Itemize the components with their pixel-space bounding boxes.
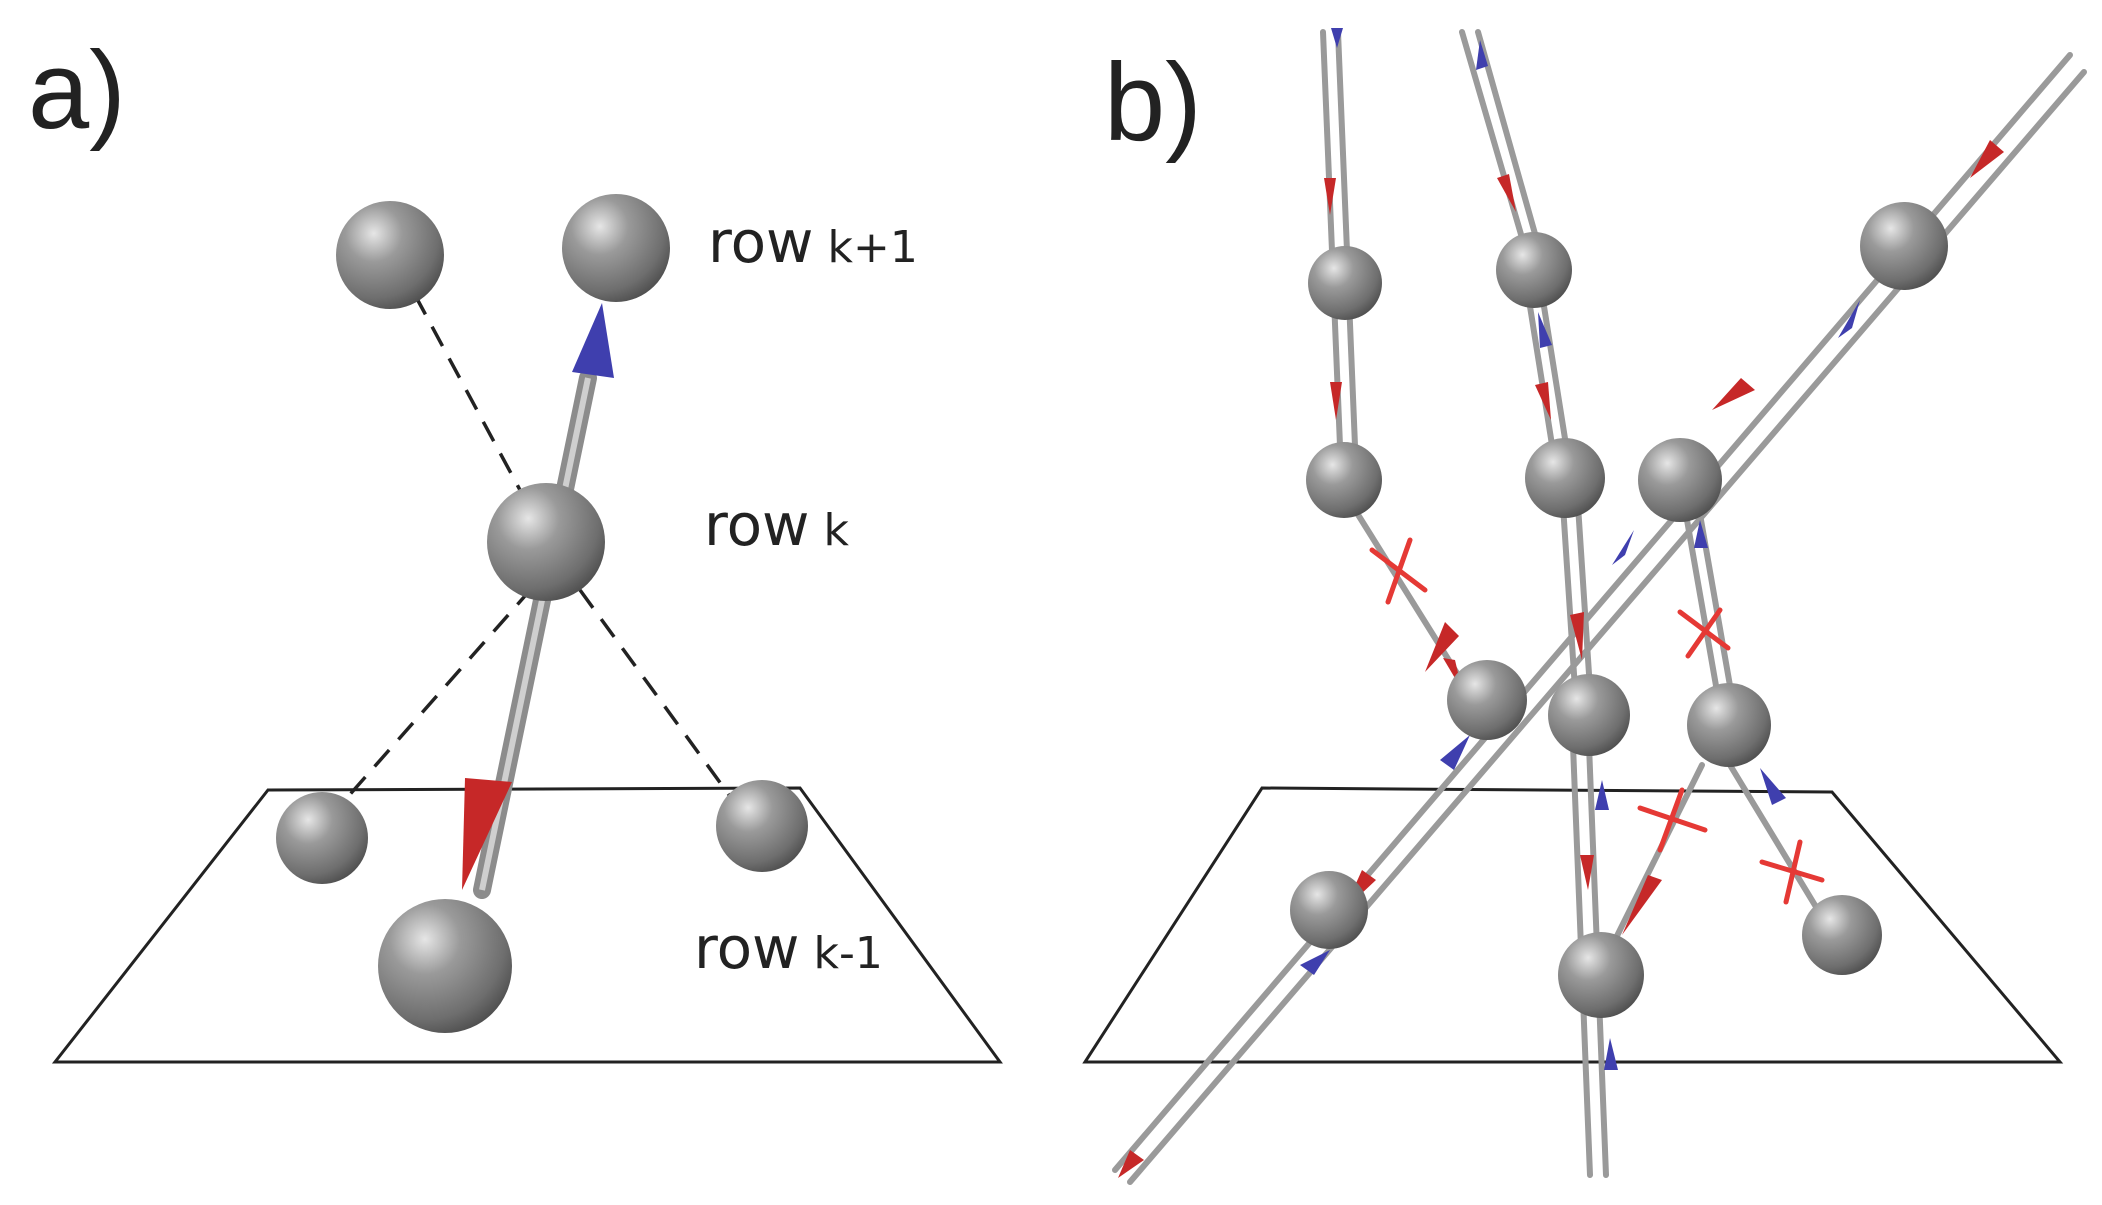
panel-a-sphere-lower-right: [716, 780, 808, 872]
panel-b-sphere: [1687, 683, 1771, 767]
panel-b-label: b): [1104, 41, 1202, 164]
arrow-red: [1580, 855, 1594, 890]
arrow-blue: [1838, 300, 1860, 338]
panel-a-sphere-upper-left: [336, 201, 444, 309]
panel-a-sphere-middle: [487, 483, 605, 601]
arrow-blue: [1694, 520, 1708, 548]
rod-right-branch: [1691, 477, 1739, 723]
panel-b-sphere: [1860, 202, 1948, 290]
panel-b-plane: [1082, 786, 2064, 1064]
panel-b-sphere: [1548, 674, 1630, 756]
panel-b-sphere: [1638, 438, 1722, 522]
arrow-red: [1425, 622, 1459, 672]
panel-b: b): [1082, 28, 2087, 1185]
panel-b-sphere: [1306, 442, 1382, 518]
arrow-blue: [1604, 1038, 1618, 1070]
arrow-red: [1497, 174, 1516, 212]
panel-b-sphere: [1558, 932, 1644, 1018]
panel-b-sphere: [1496, 232, 1572, 308]
cross-icon: [1677, 607, 1731, 659]
arrow-red: [1324, 178, 1336, 215]
dashed-bond: [578, 588, 742, 812]
panel-b-sphere: [1802, 895, 1882, 975]
panel-b-sphere: [1290, 871, 1368, 949]
arrow-red: [1570, 612, 1584, 660]
panel-b-sphere: [1308, 246, 1382, 320]
rod-middle-upper: [1459, 29, 1530, 258]
panel-a-plane: [51, 786, 1003, 1064]
arrow-blue: [1760, 768, 1786, 805]
panel-b-sphere: [1447, 660, 1527, 740]
arrow-red: [1622, 875, 1662, 935]
panel-b-crosses: [1369, 537, 1825, 905]
rod-middle-upper: [1475, 29, 1544, 258]
arrow-blue: [1440, 735, 1470, 770]
arrow-blue: [1476, 40, 1488, 70]
rod-to-lower-center: [1607, 762, 1705, 953]
arrow-blue: [1300, 950, 1330, 975]
rod-right-bottom: [1727, 762, 1833, 933]
panel-b-arrows: [1118, 28, 2004, 1178]
panel-a-label: a): [28, 29, 126, 152]
arrow-blue: [1538, 312, 1552, 348]
cross-icon: [1369, 537, 1428, 605]
rod-middle-mid: [1536, 272, 1573, 473]
panel-a-rod-highlight: [479, 377, 591, 891]
dashed-bond: [336, 586, 534, 810]
panel-a-sphere-upper-right: [562, 194, 670, 302]
panel-a-sphere-lower-front: [378, 899, 512, 1033]
panel-b-sphere: [1525, 438, 1605, 518]
panel-a-arrow-red: [462, 778, 512, 890]
arrow-red: [1330, 382, 1342, 420]
arrow-blue: [1331, 28, 1343, 48]
arrow-blue: [1595, 780, 1609, 810]
panel-a-sphere-lower-left: [276, 792, 368, 884]
cross-icon: [1637, 787, 1708, 853]
arrow-blue: [1612, 530, 1634, 565]
arrow-red: [1535, 382, 1551, 420]
arrow-red: [1712, 378, 1755, 410]
arrow-red: [1118, 1150, 1144, 1178]
arrow-red: [1970, 140, 2004, 178]
cross-icon: [1759, 839, 1825, 905]
panel-a-arrow-blue: [572, 303, 614, 378]
